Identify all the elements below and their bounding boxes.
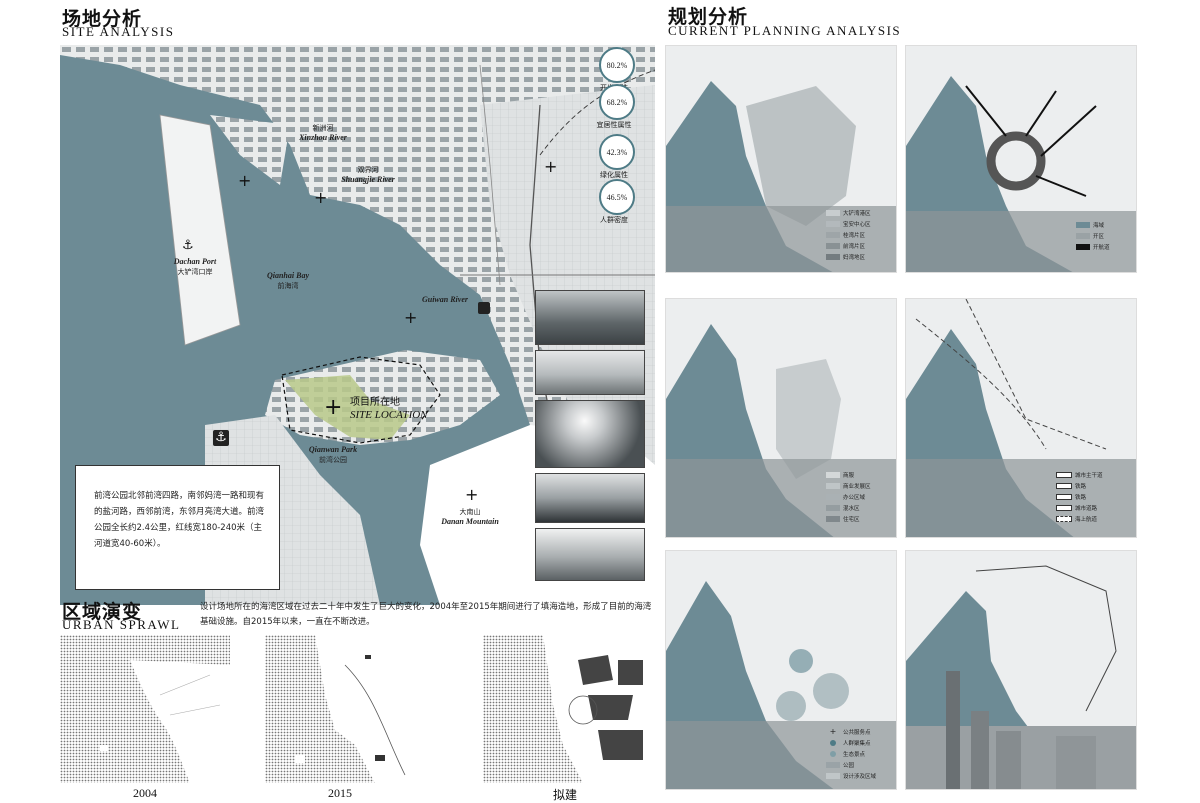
planning-panel-skyline[interactable] [905, 550, 1137, 790]
sprawl-map-2004-graphic [60, 635, 230, 783]
stat-label: 绿化属性 [600, 171, 628, 179]
legend-landuse: 商服 商业发展区 办公区域 混水区 住宅区 [826, 471, 871, 526]
legend-waterways: 海域 开区 开航道 [1076, 221, 1110, 254]
stat-density: 46.5% 人群密度 [592, 167, 642, 225]
urban-sprawl-text: 设计场地所在的海湾区域在过去二十年中发生了巨大的变化，2004年至2015年期间… [200, 602, 652, 627]
panel-traffic-graphic [906, 299, 1136, 537]
urban-sprawl-subtitle: URBAN SPRAWL [62, 617, 181, 632]
sprawl-map-proposed-graphic [483, 635, 653, 783]
legend-services: +公共服务点 人群聚集点 生态景点 公园 设计涉及区域 [826, 727, 876, 783]
planning-subtitle: CURRENT PLANNING ANALYSIS [668, 23, 902, 38]
planning-panel-zones[interactable]: 大铲湾港区 宝安中心区 桂湾片区 前湾片区 妈湾地区 [665, 45, 897, 273]
year-label: 拟建 [552, 788, 577, 802]
site-analysis-subtitle: SITE ANALYSIS [62, 24, 175, 39]
site-cross-icon: + [324, 395, 343, 420]
year-label: 2004 [133, 786, 157, 800]
qianwan-park-label: Qianwan Park 前湾公园 [308, 445, 358, 464]
site-photo[interactable] [535, 473, 645, 523]
sprawl-map-2004[interactable] [60, 635, 230, 783]
shuangjie-river-label: 双界河 Shuangjie River [341, 166, 395, 184]
stat-ring: 46.5% [599, 179, 635, 215]
planning-title: 规划分析 [668, 6, 749, 28]
panel-services-graphic [666, 551, 896, 789]
panel-landuse-graphic [666, 299, 896, 537]
stat-ring: 68.2% [599, 84, 635, 120]
dachan-port-label: Dachan Port 大铲湾口岸 [173, 257, 217, 276]
poi-cross-icon: + [404, 308, 418, 327]
year-label: 2015 [328, 786, 352, 800]
poi-cross-icon: + [238, 171, 252, 190]
anchor-icon: ⚓ [213, 430, 229, 446]
sprawl-map-2015-graphic [265, 635, 440, 783]
site-photo[interactable] [535, 350, 645, 395]
sprawl-map-proposed[interactable] [483, 635, 653, 783]
site-photo[interactable] [535, 400, 645, 468]
stat-ring: 80.2% [599, 47, 635, 83]
xinzhou-river-label: 新洲河 Xinzhou River [299, 124, 347, 142]
panel-skyline-graphic [906, 551, 1136, 789]
planning-panel-waterways[interactable]: 海域 开区 开航道 [905, 45, 1137, 273]
poi-cross-icon: + [314, 188, 328, 207]
panel-waterways-graphic [906, 46, 1136, 272]
stat-livability: 68.2% 宜居性属性 [592, 72, 642, 130]
site-photo[interactable] [535, 290, 645, 345]
planning-panel-landuse[interactable]: 商服 商业发展区 办公区域 混水区 住宅区 [665, 298, 897, 538]
planning-panel-traffic[interactable]: 城市主干道 铁路 铁路 城市道路 海上航道 [905, 298, 1137, 538]
site-location-label: 项目所在地 SITE LOCATION [350, 397, 428, 421]
legend-zones: 大铲湾港区 宝安中心区 桂湾片区 前湾片区 妈湾地区 [826, 209, 871, 264]
planning-panel-services[interactable]: +公共服务点 人群聚集点 生态景点 公园 设计涉及区域 [665, 550, 897, 790]
anchor-icon: ⚓ [182, 238, 194, 253]
site-photo[interactable] [535, 528, 645, 581]
poi-cross-icon: + [544, 157, 558, 176]
stat-ring: 42.3% [599, 134, 635, 170]
bus-stop-icon [478, 302, 490, 314]
danan-mountain-label: 大南山 Danan Mountain [441, 508, 499, 526]
qianhai-bay-label: Qianhai Bay 前海湾 [266, 271, 309, 290]
guiwan-river-label: Guiwan River [421, 295, 468, 304]
stat-label: 人群密度 [600, 216, 628, 224]
legend-traffic: 城市主干道 铁路 铁路 城市道路 海上航道 [1056, 471, 1103, 526]
sprawl-map-2015[interactable] [265, 635, 440, 783]
urban-sprawl-title: 区域演变 [62, 601, 143, 623]
stat-greening: 42.3% 绿化属性 [592, 122, 642, 180]
site-description: 前湾公园北邻前湾四路，南邻妈湾一路和现有的盐河路，西邻前湾，东邻月亮湾大道。前湾… [75, 465, 280, 590]
poi-cross-icon: + [465, 485, 479, 504]
stat-label: 宜居性属性 [596, 121, 632, 129]
site-analysis-title: 场地分析 [62, 8, 143, 30]
